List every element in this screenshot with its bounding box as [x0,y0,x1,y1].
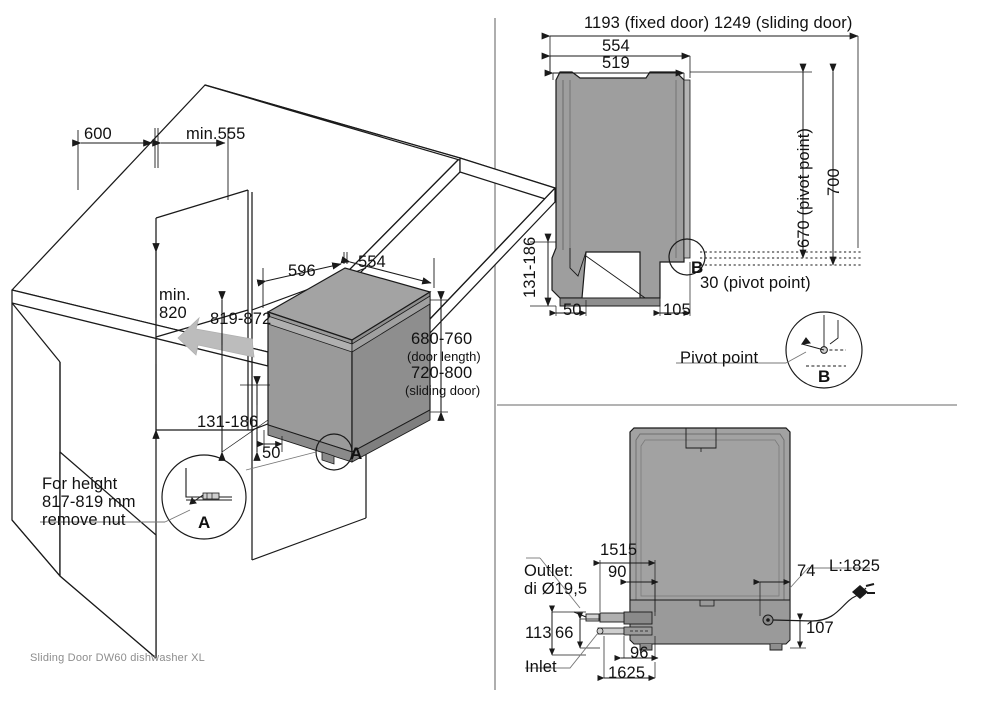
detail-a-label: A [198,513,211,532]
detail-marker-a-label: A [350,444,363,463]
dim-label-min555: min.555 [186,125,246,143]
side-section-body [551,71,691,307]
dim-label-door-length: 680-760 [411,330,473,348]
dim-label-1515: 1515 [600,541,638,559]
power-cord [772,583,875,622]
dim-label-96: 96 [630,644,649,662]
dim-label-131-186-side: 131-186 [521,236,539,298]
dim-50-iso [257,430,283,452]
dim-107 [790,613,806,649]
detail-b-label: B [818,367,831,386]
plug-icon [852,583,875,599]
dim-131-186-iso [240,376,270,461]
dim-min555 [152,128,229,200]
detail-marker-b-circle [668,238,706,276]
detail-b-callout [676,311,863,389]
pivot-projection-lines [700,251,862,266]
dim-90 [620,579,659,612]
dim-label-670-pivot: 670 (pivot point) [795,127,813,248]
dim-label-113: 113 [525,624,552,642]
dim-label-90: 90 [608,563,627,581]
dim-label-74: 74 [797,562,816,580]
dim-label-600: 600 [84,125,112,143]
dim-label-554-side: 554 [602,37,630,55]
dim-label-66: 66 [555,624,574,642]
dishwasher-isometric [266,267,432,465]
dim-label-min820: min. 820 [159,286,191,322]
dim-label-107: 107 [806,619,834,637]
sheet-caption: Sliding Door DW60 dishwasher XL [30,652,205,664]
dim-label-596: 596 [288,262,316,280]
dim-label-519-side: 519 [602,54,630,72]
dim-96 [614,636,659,661]
dim-131-186-side [530,233,556,307]
dim-105-side [653,262,691,316]
detail-b-note: Pivot point [680,349,759,367]
dim-66 [577,612,600,649]
dim-label-sliding-door-note: (sliding door) [405,383,481,398]
dim-600 [72,128,156,190]
detail-marker-b-label: B [691,258,704,277]
dim-label-50-iso: 50 [262,444,281,462]
installation-direction-arrow [177,316,255,358]
dim-label-door-length-note: (door length) [407,349,481,364]
dim-1625 [597,636,656,681]
dim-label-1625: 1625 [608,664,646,682]
rear-leaders [525,557,870,669]
dim-label-overall-doors: 1193 (fixed door) 1249 (sliding door) [584,14,853,32]
dim-554-side [541,52,691,78]
panel-dividers [494,18,957,690]
dim-670-pivot [690,63,812,259]
detail-a-note: For height 817-819 mm remove nut [42,475,136,529]
dim-819-872 [218,291,269,461]
label-cord-length: L:1825 [829,557,881,575]
detail-a-callout [40,451,317,540]
dim-74 [753,579,791,616]
dim-label-105-side: 105 [663,301,691,319]
dim-label-sliding-door: 720-800 [411,364,473,382]
dim-label-554-iso: 554 [358,253,386,271]
dim-label-700-side: 700 [825,168,843,196]
label-inlet: Inlet [525,658,557,676]
dim-door-length [430,291,448,421]
dim-519-side [544,69,685,80]
label-outlet: Outlet: di Ø19,5 [524,562,588,598]
rear-view-body [573,427,791,651]
dim-label-50-side: 50 [563,301,582,319]
dim-554-iso [340,252,435,288]
dim-label-30-pivot: 30 (pivot point) [700,274,811,292]
dim-50-side [549,300,587,316]
dim-label-819-872: 819-872 [210,310,272,328]
dim-label-131-186-iso: 131-186 [197,413,259,431]
